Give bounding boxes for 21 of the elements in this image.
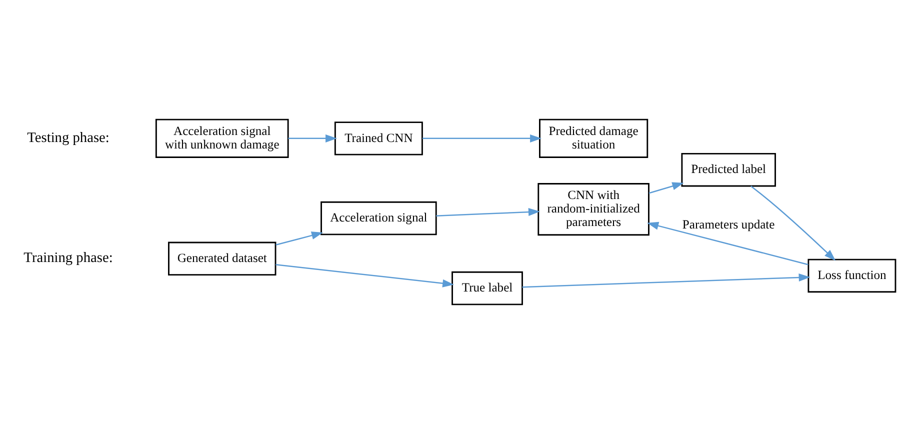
node-box: Predicted label xyxy=(681,152,776,186)
arrow xyxy=(436,208,540,216)
node-box: True label xyxy=(452,270,523,305)
node-box: Acceleration signal xyxy=(320,200,437,235)
label: Training phase: xyxy=(24,250,113,266)
arrow xyxy=(276,231,324,245)
node-box: Loss function xyxy=(808,258,896,292)
arrow xyxy=(522,272,810,288)
node-box: Generated dataset xyxy=(168,241,276,276)
label: Testing phase: xyxy=(27,129,110,146)
node-box: CNN with random-initialized parameters xyxy=(538,182,650,236)
node-box: Predicted damage situation xyxy=(539,118,648,158)
arrow xyxy=(647,221,808,265)
arrow xyxy=(750,185,836,260)
edge-label: Parameters update xyxy=(682,216,775,231)
node-box: Trained CNN xyxy=(334,121,423,155)
arrow xyxy=(422,134,542,142)
arrow xyxy=(288,134,338,142)
node-box: Acceleration signal with unknown damage xyxy=(155,118,289,158)
arrow xyxy=(276,263,454,287)
arrow xyxy=(648,182,684,194)
